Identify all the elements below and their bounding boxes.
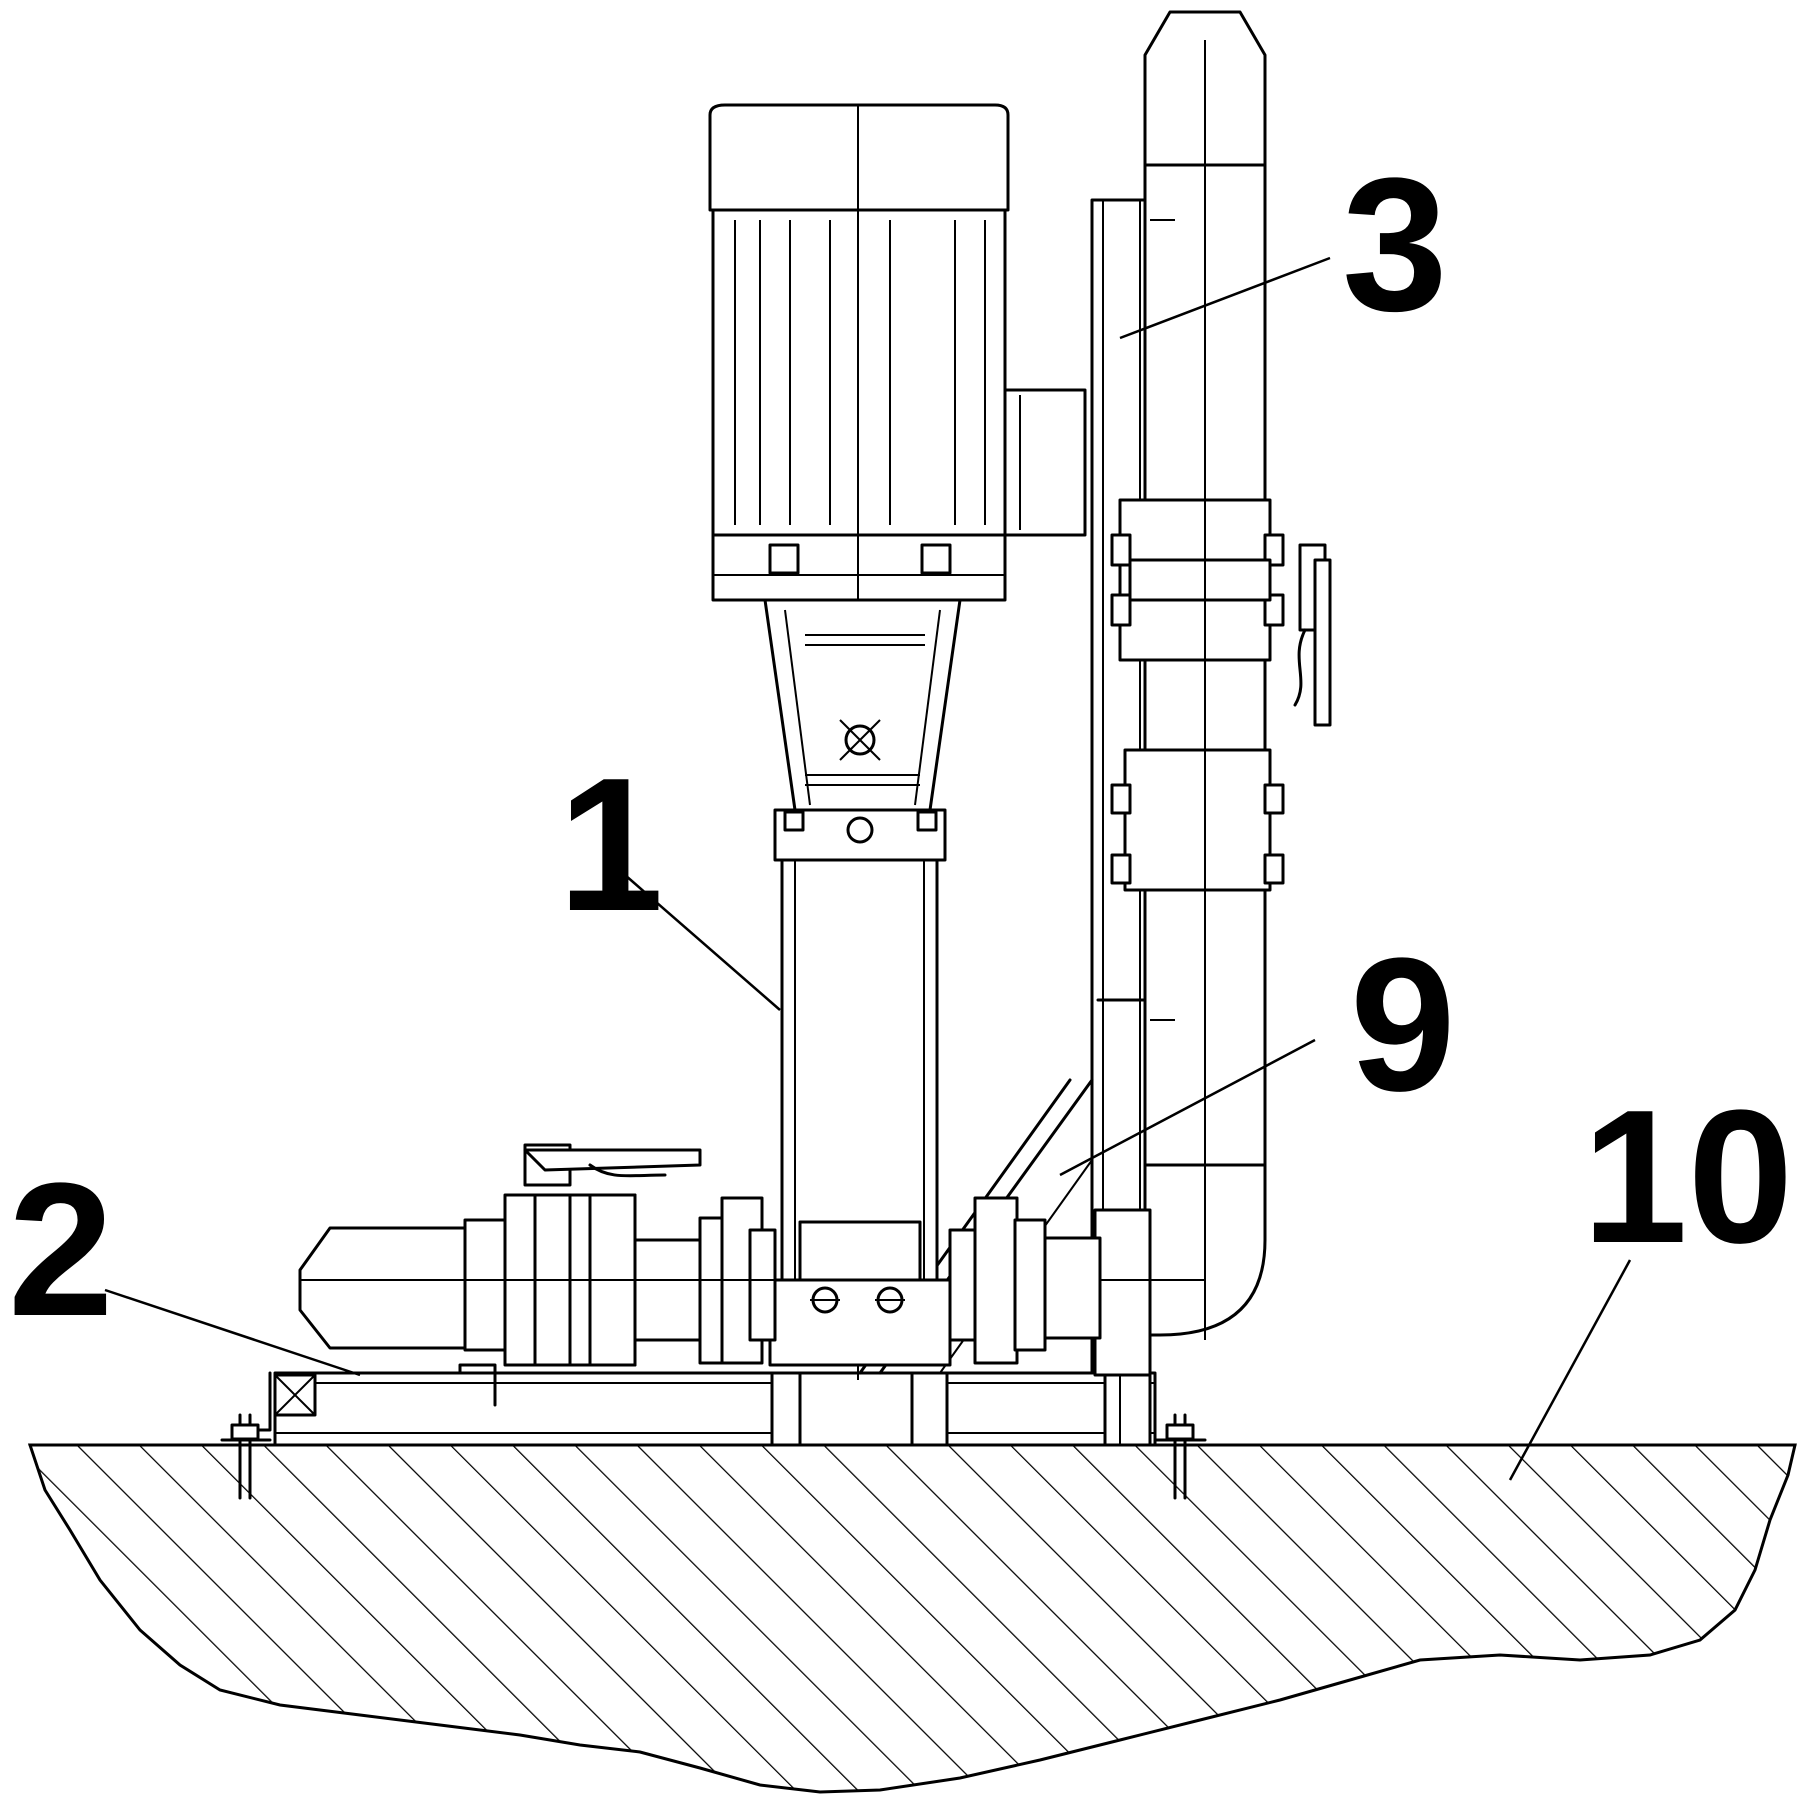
callout-9: 9	[1350, 919, 1456, 1131]
callout-3: 3	[1342, 139, 1448, 351]
leader-lines	[104, 256, 1632, 1481]
ground-foundation	[27, 1443, 1797, 1794]
discharge-pipe	[1093, 10, 1332, 1377]
leader-10	[1508, 1259, 1632, 1481]
discharge-connection	[948, 1196, 1102, 1365]
leader-2	[104, 1288, 361, 1377]
leader-3	[1119, 256, 1331, 340]
base-frame	[238, 1363, 1157, 1447]
leader-9	[1059, 1038, 1316, 1177]
pump-body	[768, 858, 952, 1367]
pump-motor	[708, 103, 1087, 1380]
pump-coupling-lantern	[763, 598, 962, 862]
anchor-bolt-right	[1153, 1413, 1207, 1500]
anchor-bolt-left	[220, 1413, 272, 1500]
callout-2: 2	[8, 1144, 114, 1356]
callout-1: 1	[558, 739, 664, 951]
callout-10: 10	[1582, 1071, 1793, 1283]
callout-labels: 1 2 3 9 10	[8, 139, 1793, 1356]
leader-1	[624, 874, 781, 1011]
